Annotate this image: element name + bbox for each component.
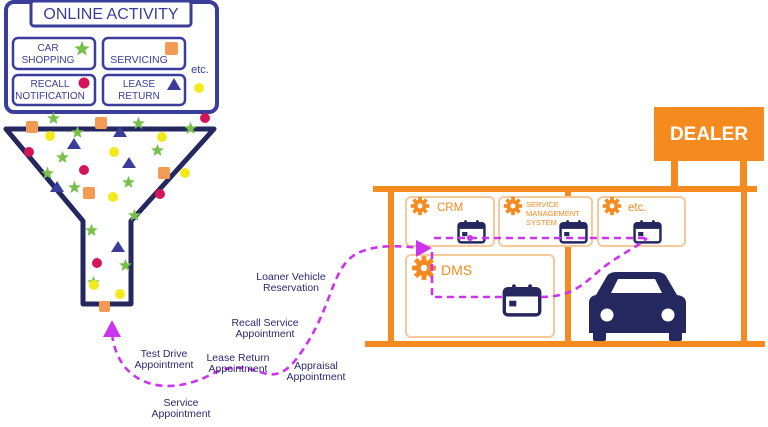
yellow-dot-icon <box>45 131 55 141</box>
sms-label-1: SERVICE <box>526 200 559 209</box>
yellow-dot-icon <box>108 192 118 202</box>
sms-label-3: SYSTEM <box>526 218 557 227</box>
lease-return-line-2: Appointment <box>208 363 268 375</box>
dealer-etc-label: etc. <box>628 202 647 214</box>
item-box-lease-return <box>101 73 187 107</box>
crm-label: CRM <box>437 202 463 214</box>
dealer-pillar-left <box>388 190 394 344</box>
etc-gear-icon <box>602 196 622 216</box>
dealer-sign-post-left <box>671 159 678 190</box>
triangle-icon <box>113 126 127 137</box>
sms-label-2: MANAGEMENT <box>526 209 580 218</box>
dms-label: DMS <box>441 262 472 278</box>
arrow-up-icon <box>103 320 121 337</box>
appraisal-label: Appraisal Appointment <box>278 361 354 383</box>
circle-marker-icon <box>78 77 90 89</box>
appraisal-line-2: Appointment <box>286 371 346 383</box>
item-box-recall-notification <box>11 73 97 107</box>
yellow-dot-icon <box>109 147 119 157</box>
square-icon <box>83 187 95 199</box>
online-etc-label: etc. <box>191 64 209 76</box>
item-label-recall-1: RECALL <box>31 79 70 90</box>
yellow-marker-icon <box>194 83 204 93</box>
square-icon <box>158 167 170 179</box>
service-line-2: Appointment <box>151 408 211 420</box>
square-icon <box>99 301 110 312</box>
loaner-line-2: Reservation <box>262 282 320 294</box>
loaner-line-1: Loaner Vehicle <box>256 271 326 283</box>
online-activity-title-box <box>29 0 193 28</box>
red-dot-icon <box>79 165 89 175</box>
red-dot-icon <box>24 147 34 157</box>
crm-dot-icon <box>467 235 473 241</box>
item-box-servicing <box>101 36 187 71</box>
item-label-lease-1: LEASE <box>123 79 156 90</box>
service-line-1: Service <box>163 397 199 409</box>
item-label-car-shopping-2: SHOPPING <box>22 55 75 66</box>
red-dot-icon <box>155 189 165 199</box>
service-label: Service Appointment <box>143 398 219 420</box>
lease-return-line-1: Lease Return <box>206 352 270 364</box>
dealer-sign <box>654 107 764 161</box>
square-icon <box>26 121 38 133</box>
triangle-icon <box>67 138 81 149</box>
recall-line-1: Recall Service <box>231 317 299 329</box>
dealer-pillar-right <box>741 190 747 344</box>
red-dot-icon <box>200 113 210 123</box>
recall-line-2: Appointment <box>235 328 295 340</box>
dealer-pillar-mid <box>565 190 571 344</box>
item-label-recall-2: NOTIFICATION <box>15 91 85 102</box>
triangle-marker-icon <box>167 78 181 90</box>
red-dot-icon <box>92 258 102 268</box>
item-label-car-shopping-1: CAR <box>37 43 58 54</box>
triangle-icon <box>122 157 136 168</box>
connection-paths <box>110 236 648 388</box>
item-label-lease-2: RETURN <box>118 91 160 102</box>
yellow-dot-icon <box>157 132 167 142</box>
dealer-building: DEALER CRM SERVICE MANAGEMENT SYSTEM etc… <box>365 107 765 347</box>
square-marker-icon <box>165 42 178 55</box>
loaner-vehicle-label: Loaner Vehicle Reservation <box>247 272 335 294</box>
dealer-roof <box>373 186 757 192</box>
test-drive-line-1: Test Drive <box>140 348 188 360</box>
journey-path <box>110 244 421 388</box>
yellow-dot-icon <box>89 280 99 290</box>
test-drive-line-2: Appointment <box>134 359 194 371</box>
triangle-icon <box>111 241 125 252</box>
square-icon <box>95 117 107 129</box>
lease-return-label: Lease Return Appointment <box>197 353 279 375</box>
dealer-sign-post-right <box>740 159 747 190</box>
appraisal-line-1: Appraisal <box>294 360 338 372</box>
yellow-dot-icon <box>115 289 125 299</box>
triangle-icon <box>50 181 64 192</box>
item-label-servicing: SERVICING <box>110 54 168 66</box>
test-drive-label: Test Drive Appointment <box>126 349 202 371</box>
dealer-sign-label: DEALER <box>670 124 748 145</box>
arrow-right-icon <box>416 240 432 257</box>
yellow-dot-icon <box>180 168 190 178</box>
sms-gear-icon <box>503 196 523 216</box>
dealer-floor <box>365 341 765 347</box>
dms-feed-path <box>430 252 505 299</box>
item-box-car-shopping <box>11 36 97 71</box>
dms-to-etc-path <box>540 237 648 299</box>
funnel-outline <box>3 126 217 307</box>
car-icon <box>589 272 686 341</box>
dms-calendar-icon <box>502 283 542 317</box>
online-activity-title: ONLINE ACTIVITY <box>43 6 178 23</box>
recall-service-label: Recall Service Appointment <box>221 318 309 340</box>
crm-gear-icon <box>410 196 430 216</box>
funnel-contents <box>24 111 210 312</box>
